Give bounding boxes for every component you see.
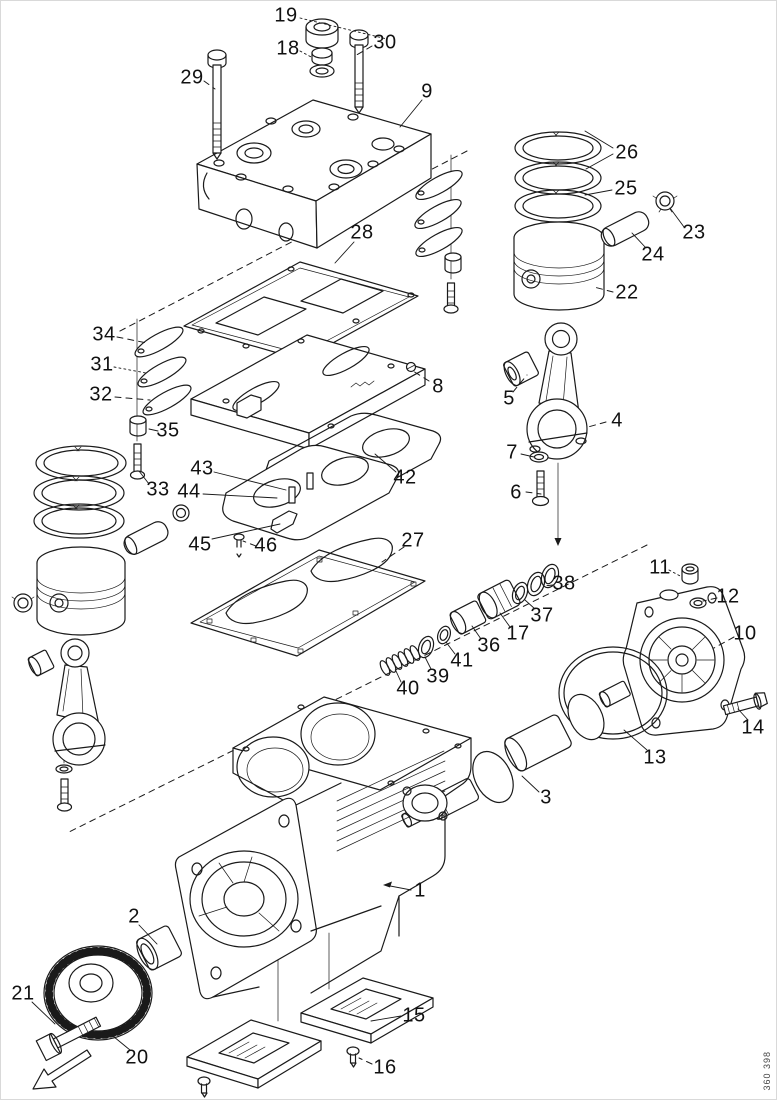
connecting-rod-right: [526, 322, 588, 460]
part-label-6: 6: [510, 481, 522, 504]
piston-pin-24: [600, 211, 650, 247]
part-label-27: 27: [401, 529, 425, 552]
cap-rings-38: [526, 563, 560, 597]
part-label-35: 35: [156, 419, 180, 442]
part-label-24: 24: [641, 243, 665, 266]
part-label-26: 26: [615, 141, 639, 164]
part-label-19: 19: [274, 4, 298, 27]
sealing-plug-19: [305, 18, 339, 66]
part-label-15: 15: [402, 1004, 426, 1027]
label-leader-lines: [31, 17, 749, 1065]
bottom-cover-plates: [186, 977, 434, 1089]
seal-39: [417, 635, 435, 659]
part-label-40: 40: [396, 677, 420, 700]
unloader-piston-17: [477, 579, 521, 620]
circlip-left-a: [172, 504, 190, 522]
gear-bolt-21: [35, 1016, 102, 1062]
drive-gear-20: [43, 945, 153, 1041]
part-label-44: 44: [177, 480, 201, 503]
unloader-valve-parts: [379, 563, 560, 676]
part-label-11: 11: [649, 556, 671, 579]
head-bolt-30: [349, 29, 369, 114]
part-label-46: 46: [254, 534, 278, 557]
part-label-13: 13: [643, 746, 667, 769]
part-label-20: 20: [125, 1046, 149, 1069]
part-label-8: 8: [432, 375, 444, 398]
part-label-34: 34: [92, 323, 116, 346]
part-label-33: 33: [146, 478, 170, 501]
valve-piston-36: [449, 600, 487, 635]
part-label-7: 7: [506, 441, 518, 464]
part-label-18: 18: [276, 37, 300, 60]
part-label-32: 32: [89, 383, 113, 406]
part-label-9: 9: [421, 80, 433, 103]
part-label-30: 30: [373, 31, 397, 54]
bushing-left: [27, 649, 55, 677]
reed-valves-left: [129, 326, 192, 480]
seal-37: [511, 581, 529, 605]
small-end-bushing-5: [503, 351, 539, 387]
piston-pin-left: [123, 521, 169, 556]
part-label-29: 29: [180, 66, 204, 89]
part-label-45: 45: [188, 533, 212, 556]
washer-18: [309, 64, 335, 78]
valve-plate: [190, 334, 426, 450]
crankcase-gasket: [190, 537, 426, 657]
part-label-4: 4: [611, 409, 623, 432]
figure-code: 360 398: [762, 1051, 772, 1091]
connecting-rod-left: [52, 638, 106, 766]
piston-rings-right: [514, 131, 602, 223]
circlip-23: [652, 191, 678, 213]
washer-7: [529, 451, 549, 463]
part-label-43: 43: [190, 457, 214, 480]
o-ring-13: [558, 646, 668, 740]
part-label-23: 23: [682, 221, 706, 244]
piston-right: [513, 221, 605, 311]
piston-left: [36, 546, 126, 636]
cover-screw-16b: [197, 1076, 211, 1098]
part-label-25: 25: [614, 177, 638, 200]
part-label-37: 37: [530, 604, 554, 627]
piston-rings-left: [33, 445, 127, 539]
part-label-42: 42: [393, 466, 417, 489]
part-label-16: 16: [373, 1056, 397, 1079]
part-label-21: 21: [11, 982, 35, 1005]
valve-seat-plate-43: [222, 444, 400, 558]
ring-41: [436, 625, 452, 645]
circlip-left-b: [11, 593, 35, 613]
part-label-2: 2: [128, 905, 140, 928]
head-bolt-29: [207, 49, 227, 160]
direction-arrow-icon: [32, 1049, 92, 1090]
part-label-38: 38: [552, 572, 576, 595]
part-label-28: 28: [350, 221, 374, 244]
crankcase: [174, 696, 472, 1000]
part-label-12: 12: [716, 585, 740, 608]
part-label-36: 36: [477, 634, 501, 657]
cover-bolt-14: [722, 692, 768, 716]
washer-bolt-left: [55, 764, 73, 812]
part-label-17: 17: [506, 622, 530, 645]
bearing-2: [136, 925, 182, 971]
part-label-31: 31: [90, 353, 114, 376]
part-label-41: 41: [450, 649, 474, 672]
valve-plate-screw-8: [405, 361, 417, 373]
cover-screw-16a: [346, 1046, 360, 1068]
part-label-39: 39: [426, 665, 450, 688]
part-label-5: 5: [503, 387, 515, 410]
part-label-1: 1: [414, 879, 426, 902]
part-label-22: 22: [615, 281, 639, 304]
cylinder-head: [196, 99, 432, 249]
part-label-3: 3: [540, 786, 552, 809]
plug-11: [681, 563, 699, 585]
washer-12: [689, 597, 707, 609]
part-label-14: 14: [741, 716, 765, 739]
reed-valves-right: [414, 169, 463, 314]
rod-bolt-6: [531, 470, 550, 507]
head-gasket: [183, 261, 419, 361]
part-label-10: 10: [733, 622, 757, 645]
